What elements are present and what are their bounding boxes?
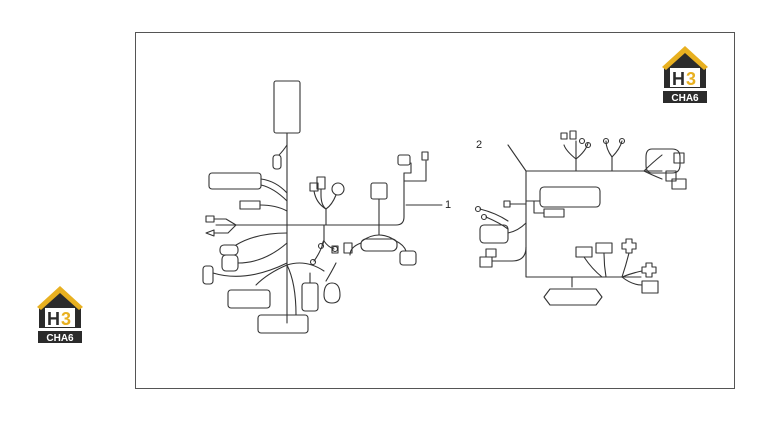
connector-bottom-rect-b [595,242,613,254]
connector-bottom-small [641,280,659,294]
connector-top-right-b [421,151,429,161]
harness-1 [202,80,443,334]
diagram-frame: 1 2 [135,32,735,389]
main-trunk-horizontal [215,172,405,226]
svg-text:3: 3 [61,309,71,329]
connector-cross-a [621,238,637,254]
connector-mid-box [370,182,388,200]
logo-wordmark: CHA6 [46,333,74,344]
connector-right-small [671,178,687,190]
connector-cross-b [641,262,657,278]
connector-left-big [208,172,262,190]
svg-text:H: H [47,309,60,329]
ecu-box [273,80,301,134]
harness-2-frame [525,170,642,278]
logo-wordmark: CHA6 [671,93,699,104]
connector-small-bottom-right [399,250,417,266]
connector-left-box [479,224,509,244]
connector-bottom-rect-a [575,246,593,258]
watermark-logo: H 3 CHA6 [660,44,710,106]
svg-text:H: H [672,69,685,89]
callout-2: 2 [476,139,482,151]
connector-small [272,154,282,170]
pigtail-end-a [309,258,317,266]
connector-bottom-hex [543,288,603,306]
callout-1: 1 [445,199,451,211]
svg-text:3: 3 [686,69,696,89]
connector-wide-bottom [360,238,398,252]
connector-left-lower-a [219,244,239,256]
connector-left-flat [239,200,261,210]
connector-left-lower-b [202,265,214,285]
pigtail-top-a [560,132,568,140]
connector-arrow-bottom [205,229,215,237]
connector-bottom-left [227,289,271,309]
house-logo-icon: H 3 CHA6 [662,46,708,104]
connector-center-large [539,186,601,208]
watermark-logo-left: H 3 CHA6 [35,284,85,346]
connector-center-round [331,182,345,196]
connector-arrow-top [205,215,215,223]
pigtail-top-b [602,137,610,145]
house-logo-icon: H 3 CHA6 [37,286,83,344]
connector-round-bottom [323,282,341,304]
connector-lower-left [479,256,493,268]
connector-tall [301,282,319,312]
connector-bottom-center [257,314,309,334]
connector-top-right-a [397,154,411,166]
harness-2 [474,130,687,306]
wiring-harness-diagram: 1 2 [202,80,687,334]
